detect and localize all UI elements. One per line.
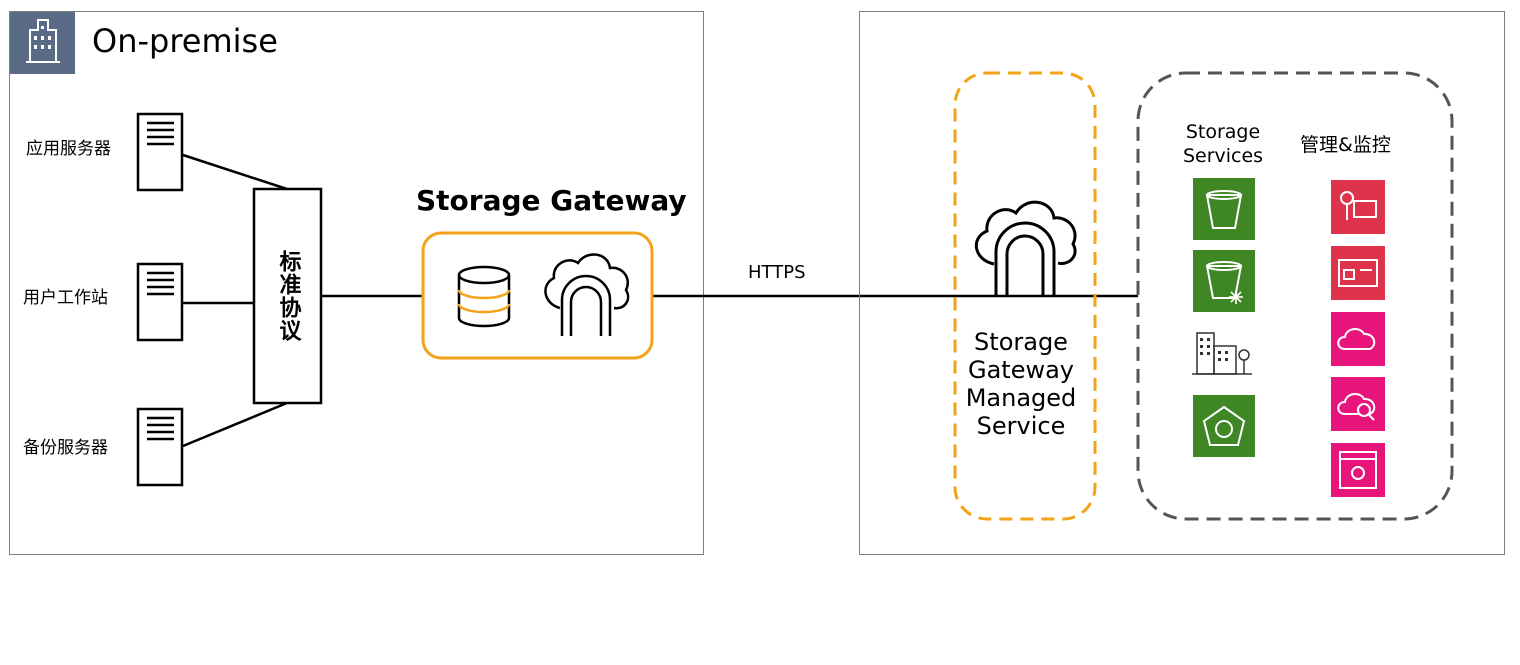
iam-key-icon xyxy=(1331,180,1385,234)
backup-icon xyxy=(1193,395,1255,457)
identity-lock-icon xyxy=(1331,246,1385,300)
server-label: 用户工作站 xyxy=(23,288,108,308)
onprem-title: On-premise xyxy=(92,22,278,60)
gateway-appliance xyxy=(421,231,654,360)
server-icon xyxy=(136,407,184,487)
gateway-title: Storage Gateway xyxy=(416,184,687,217)
cloudwatch-icon xyxy=(1331,312,1385,366)
managed-service-box xyxy=(953,71,1097,521)
connector-lines xyxy=(182,153,1138,448)
managed-service-label: Storage Gateway Managed Service xyxy=(965,328,1077,440)
server-icon xyxy=(136,112,184,192)
server-label: 备份服务器 xyxy=(23,438,108,458)
https-label: HTTPS xyxy=(748,262,806,283)
cloud-search-icon xyxy=(1331,377,1385,431)
office-building-icon xyxy=(10,12,75,74)
management-monitoring-title: 管理&监控 xyxy=(1300,134,1391,156)
protocol-label-box: 标准协议 xyxy=(254,189,321,403)
cloud-gateway-icon xyxy=(974,200,1077,296)
s3-bucket-icon xyxy=(1193,178,1255,240)
building-icon xyxy=(1192,332,1252,375)
onprem-region xyxy=(9,11,704,555)
glacier-bucket-icon xyxy=(1193,250,1255,312)
server-icon xyxy=(136,262,184,342)
aws-region xyxy=(859,11,1505,555)
console-gear-icon xyxy=(1331,443,1385,497)
protocol-box xyxy=(252,187,323,405)
cloud-gateway-icon xyxy=(544,253,630,336)
services-box xyxy=(1136,71,1454,521)
database-icon xyxy=(457,265,511,328)
storage-services-title: Storage Services xyxy=(1182,121,1264,167)
protocol-label: 标准协议 xyxy=(275,250,301,342)
server-label: 应用服务器 xyxy=(26,139,111,159)
